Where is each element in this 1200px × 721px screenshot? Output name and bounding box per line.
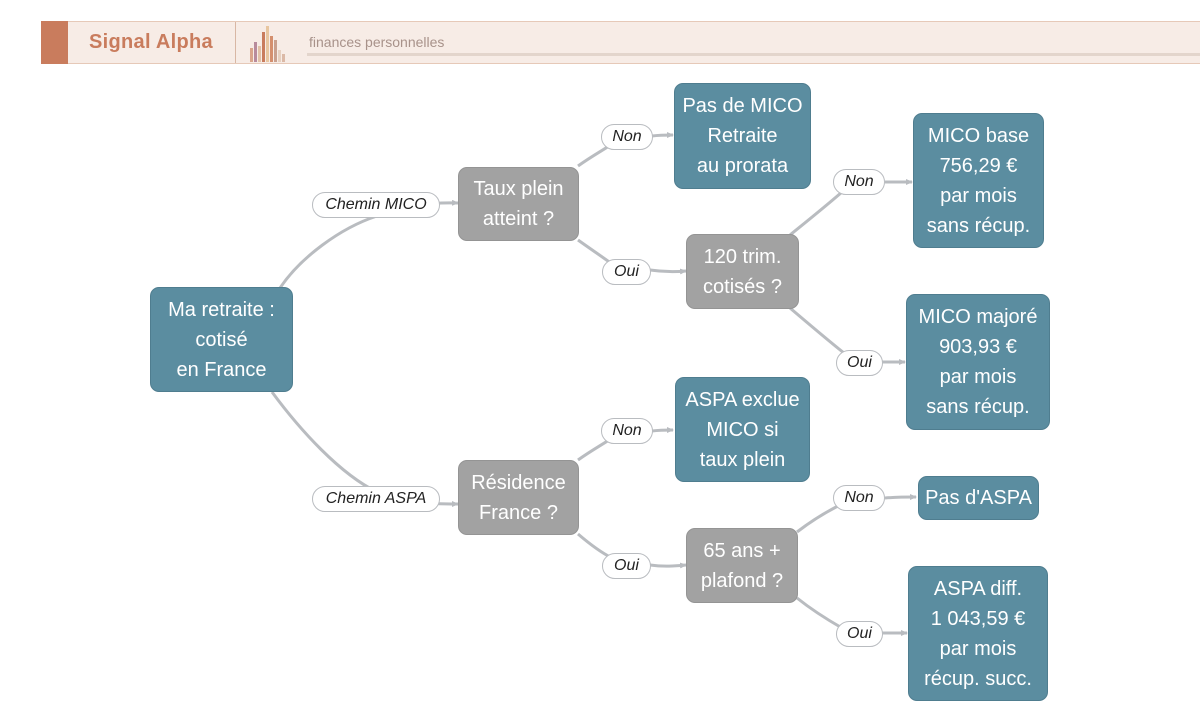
- edge-oui-to-age: [649, 562, 687, 569]
- result-aspa-diff-line-1: ASPA diff.: [933, 577, 1023, 600]
- result-mico-majore-line-1: MICO majoré: [918, 306, 1038, 328]
- question-trimestres-line-1: 120 trim.: [703, 245, 782, 268]
- app-header: Signal Alpha finances personnelles: [41, 21, 1200, 64]
- answer-non-age: Non: [833, 485, 885, 511]
- result-aspa-diff-line-2: 1 043,59 €: [930, 607, 1026, 630]
- question-trimestres[interactable]: 120 trim. cotisés ?: [686, 234, 799, 309]
- question-residence-line-1: Résidence: [471, 471, 566, 494]
- answer-oui-trimestres: Oui: [836, 350, 883, 376]
- edge-non-to-aspa-exclue: [651, 427, 674, 434]
- brand-name[interactable]: Signal Alpha: [89, 31, 213, 53]
- result-no-mico[interactable]: Pas de MICO Retraite au prorata: [674, 83, 811, 189]
- edge-non-to-no-aspa: [884, 494, 917, 501]
- result-mico-majore-line-3: par mois: [939, 366, 1017, 388]
- result-mico-majore-line-4: sans récup.: [926, 396, 1030, 418]
- branch-label-aspa: Chemin ASPA: [312, 486, 440, 512]
- result-aspa-diff-line-4: récup. succ.: [924, 667, 1032, 690]
- result-aspa-exclue[interactable]: ASPA exclue MICO si taux plein: [675, 377, 810, 482]
- result-aspa-exclue-line-2: MICO si: [706, 418, 779, 441]
- result-no-mico-line-3: au prorata: [696, 155, 789, 177]
- result-mico-base-line-2: 756,29 €: [939, 154, 1018, 177]
- root-line-3: en France: [176, 358, 267, 381]
- result-mico-base[interactable]: MICO base 756,29 € par mois sans récup.: [913, 113, 1044, 248]
- result-no-mico-line-1: Pas de MICO: [682, 95, 803, 117]
- result-aspa-diff-line-3: par mois: [939, 637, 1017, 660]
- edge-non-to-no-mico: [651, 132, 674, 139]
- answer-non-trimestres: Non: [833, 169, 885, 195]
- answer-oui-residence: Oui: [602, 553, 651, 579]
- tagline-underline: [307, 53, 1200, 56]
- bar-chart-logo-icon: [250, 26, 285, 62]
- branch-label-mico: Chemin MICO: [312, 192, 440, 218]
- result-mico-majore-line-2: 903,93 €: [939, 336, 1017, 358]
- tagline: finances personnelles: [309, 34, 445, 50]
- result-no-aspa-line-1: Pas d'ASPA: [925, 487, 1032, 509]
- answer-non-taux-plein: Non: [601, 124, 653, 150]
- result-mico-majore[interactable]: MICO majoré 903,93 € par mois sans récup…: [906, 294, 1050, 430]
- question-taux-plein-line-1: Taux plein: [473, 178, 564, 200]
- answer-non-residence: Non: [601, 418, 653, 444]
- header-divider: [235, 22, 236, 63]
- question-age[interactable]: 65 ans + plafond ?: [686, 528, 798, 603]
- question-residence[interactable]: Résidence France ?: [458, 460, 579, 535]
- result-mico-base-line-1: MICO base: [927, 124, 1030, 147]
- root-line-1: Ma retraite :: [168, 298, 275, 321]
- result-mico-base-line-3: par mois: [940, 184, 1017, 207]
- edge-trimestres-to-mico-majore: [789, 306, 845, 355]
- root-line-2: cotisé: [195, 328, 248, 351]
- result-no-mico-line-2: Retraite: [707, 125, 778, 147]
- result-aspa-exclue-line-1: ASPA exclue: [685, 388, 800, 411]
- question-taux-plein[interactable]: Taux plein atteint ?: [458, 167, 579, 241]
- edge-age-to-aspa-diff: [796, 596, 843, 630]
- question-residence-line-2: France ?: [479, 501, 558, 524]
- result-aspa-diff[interactable]: ASPA diff. 1 043,59 € par mois récup. su…: [908, 566, 1048, 701]
- answer-oui-taux-plein: Oui: [602, 259, 651, 285]
- edge-age-to-no-aspa: [796, 503, 841, 534]
- edge-oui-to-trimestres: [649, 268, 687, 275]
- answer-oui-age: Oui: [836, 621, 883, 647]
- result-aspa-exclue-line-3: taux plein: [699, 448, 786, 471]
- question-taux-plein-line-2: atteint ?: [482, 208, 555, 230]
- header-accent-bar: [41, 21, 68, 64]
- question-age-line-2: plafond ?: [700, 569, 784, 592]
- question-age-line-1: 65 ans +: [703, 539, 781, 562]
- root-node[interactable]: Ma retraite : cotisé en France: [150, 287, 293, 392]
- question-trimestres-line-2: cotisés ?: [703, 275, 782, 298]
- result-mico-base-line-4: sans récup.: [926, 214, 1031, 237]
- edge-trimestres-to-mico-base: [789, 190, 843, 237]
- result-no-aspa[interactable]: Pas d'ASPA: [918, 476, 1039, 520]
